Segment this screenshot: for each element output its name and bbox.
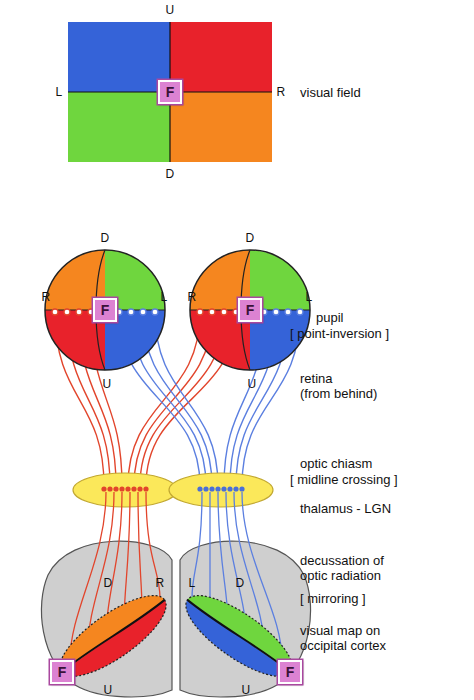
stage-label: [ midline crossing ]	[290, 472, 398, 487]
direction-letter: R	[188, 290, 197, 305]
lgn-cell	[131, 486, 136, 491]
ganglion-cell	[221, 309, 227, 315]
direction-letter: U	[104, 683, 113, 698]
lgn-cell	[125, 486, 130, 491]
direction-letter: R	[42, 290, 51, 305]
fixation-letter: F	[101, 303, 110, 317]
direction-letter: U	[103, 377, 112, 392]
fixation-letter: F	[246, 303, 255, 317]
eyeball-outline	[190, 250, 310, 370]
direction-letter: D	[101, 231, 110, 246]
lgn-cell	[221, 486, 226, 491]
lgn-cell	[113, 486, 118, 491]
ganglion-cell	[52, 309, 58, 315]
ganglion-cell	[197, 309, 203, 315]
lgn-cell	[119, 486, 124, 491]
field-quadrant	[68, 22, 170, 92]
lgn-cell	[197, 486, 202, 491]
direction-letter: L	[56, 85, 63, 100]
stage-label: (from behind)	[300, 386, 377, 401]
ganglion-cell	[152, 309, 158, 315]
fixation-letter: F	[58, 665, 67, 679]
ganglion-cell	[273, 309, 279, 315]
lgn-cell	[107, 486, 112, 491]
direction-letter: U	[248, 377, 257, 392]
direction-letter: L	[306, 290, 313, 305]
left-eye	[45, 250, 165, 370]
fixation-letter: F	[286, 665, 295, 679]
lgn-cell	[239, 486, 244, 491]
calcarine-line	[187, 599, 291, 673]
stage-label: [ mirroring ]	[300, 591, 366, 606]
direction-letter: L	[161, 290, 168, 305]
direction-letter: R	[277, 85, 286, 100]
stage-label: visual map on occipital cortex	[300, 623, 412, 653]
field-quadrant	[170, 22, 272, 92]
map-half	[61, 600, 177, 690]
fixation-box: F	[158, 80, 182, 104]
fixation-box: F	[238, 298, 262, 322]
lgn-cell	[143, 486, 148, 491]
lgn-cell	[233, 486, 238, 491]
right-eye	[190, 250, 310, 370]
ganglion-cell	[128, 309, 134, 315]
eyeball-outline	[45, 250, 165, 370]
lgn-nucleus	[73, 473, 177, 507]
ganglion-cell	[285, 309, 291, 315]
direction-letter: D	[166, 167, 175, 182]
ganglion-cell	[209, 309, 215, 315]
stage-label: pupil	[316, 310, 343, 325]
direction-letter: D	[236, 576, 245, 591]
lgn-cell	[101, 486, 106, 491]
stage-label: decussation of optic radiation	[300, 553, 412, 583]
stage-label: visual field	[300, 85, 361, 100]
right-visual-map	[175, 582, 303, 690]
map-outline	[49, 582, 177, 690]
left-visual-map	[49, 582, 177, 690]
fixation-box: F	[278, 660, 302, 684]
direction-letter: U	[242, 683, 251, 698]
lgn-cell	[137, 486, 142, 491]
stage-label: retina	[300, 371, 333, 386]
fixation-letter: F	[166, 85, 175, 99]
calcarine-line	[61, 599, 165, 673]
ganglion-cell	[64, 309, 70, 315]
direction-letter: R	[156, 576, 165, 591]
ganglion-cells	[52, 309, 303, 315]
ganglion-cell	[297, 309, 303, 315]
map-outline	[175, 582, 303, 690]
lgn-cell	[203, 486, 208, 491]
lgn-nucleus	[169, 473, 273, 507]
map-half	[175, 600, 291, 690]
field-quadrant	[170, 92, 272, 162]
fixation-box: F	[50, 660, 74, 684]
red-radiation	[138, 492, 142, 610]
blue-radiation	[209, 492, 210, 610]
direction-letter: U	[166, 3, 175, 18]
lgn-cell	[209, 486, 214, 491]
stage-label: [ point-inversion ]	[290, 326, 389, 341]
field-quadrant	[68, 92, 170, 162]
direction-letter: D	[246, 231, 255, 246]
direction-letter: L	[189, 576, 196, 591]
stage-label: thalamus - LGN	[300, 501, 391, 516]
lgn-cell	[227, 486, 232, 491]
fixation-box: F	[93, 298, 117, 322]
lgn-cells	[101, 486, 244, 491]
direction-letter: D	[104, 576, 113, 591]
lgn-cell	[215, 486, 220, 491]
ganglion-cell	[140, 309, 146, 315]
ganglion-cell	[76, 309, 82, 315]
stage-label: optic chiasm	[300, 456, 372, 471]
